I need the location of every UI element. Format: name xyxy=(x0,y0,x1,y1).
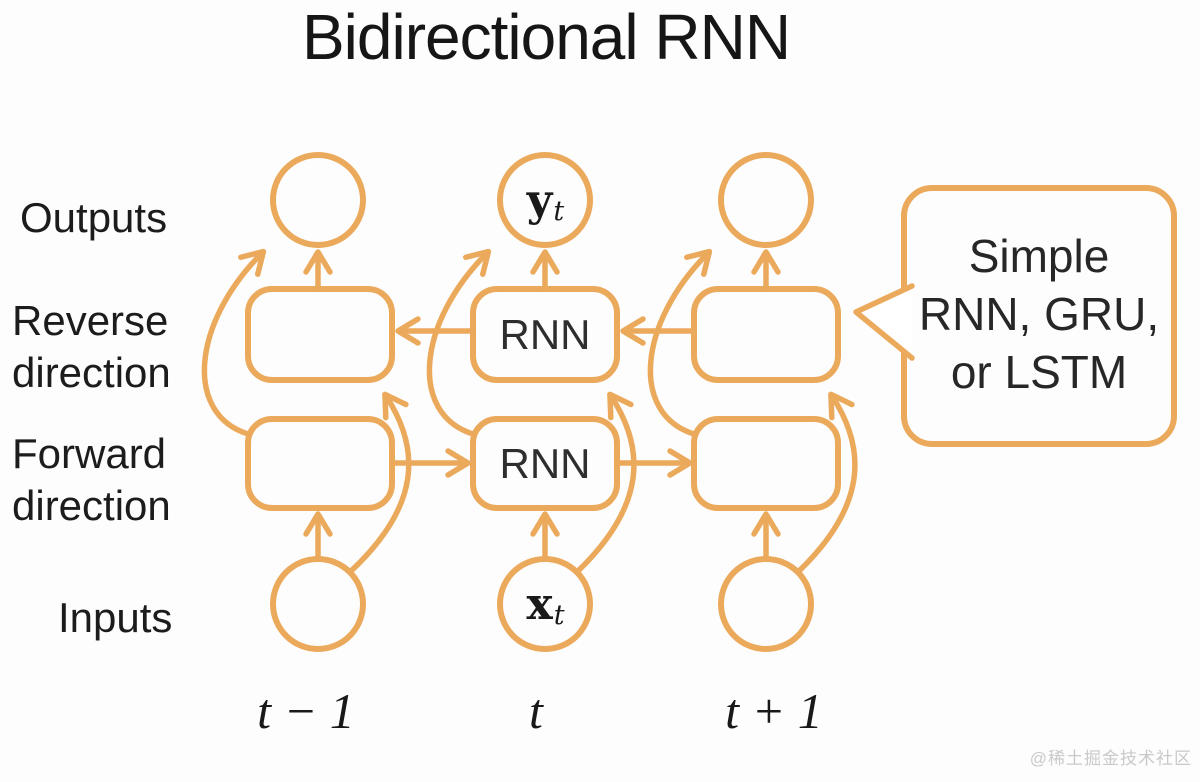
reverse-rnn-box xyxy=(691,286,841,383)
watermark: @稀土掘金技术社区 xyxy=(1029,749,1192,768)
arrow-forward-to-output xyxy=(647,248,713,437)
page-title: Bidirectional RNN xyxy=(301,1,791,73)
forward-rnn-box xyxy=(691,416,841,511)
arrow-forward-to-output xyxy=(426,248,492,437)
output-subscript: t xyxy=(553,195,565,227)
time-label-t: t xyxy=(529,683,543,739)
forward-rnn-box xyxy=(245,416,395,511)
column-t xyxy=(426,152,637,652)
row-label-inputs: Inputs xyxy=(58,594,173,641)
output-node-circle xyxy=(718,152,814,248)
arrow-forward-to-output xyxy=(201,248,267,437)
column-t-plus-1 xyxy=(647,152,858,652)
row-label-forward-direction: Forward direction xyxy=(12,430,171,529)
reverse-rnn-box xyxy=(245,286,395,383)
callout-bubble-tail xyxy=(853,283,915,361)
arrow-input-to-reverse xyxy=(574,391,637,575)
forward-rnn-cell-label: RNN xyxy=(499,439,591,487)
time-label-t-plus-1: t + 1 xyxy=(725,683,823,739)
callout-text: Simple RNN, GRU, or LSTM xyxy=(918,230,1160,398)
output-node-circle xyxy=(497,152,593,248)
reverse-rnn-cell-label: RNN xyxy=(499,310,591,358)
row-label-reverse-direction: Reverse direction xyxy=(12,297,171,396)
output-node-circle xyxy=(270,152,366,248)
input-subscript: t xyxy=(553,599,565,631)
time-label-t-minus-1: t − 1 xyxy=(257,683,355,739)
callout-bubble xyxy=(853,185,1177,447)
arrow-input-to-reverse xyxy=(347,391,412,575)
row-label-outputs: Outputs xyxy=(20,194,168,241)
column-t-minus-1 xyxy=(201,152,412,652)
input-symbol: x xyxy=(526,578,553,630)
arrow-input-to-reverse xyxy=(795,391,858,575)
output-symbol: y xyxy=(526,174,553,226)
